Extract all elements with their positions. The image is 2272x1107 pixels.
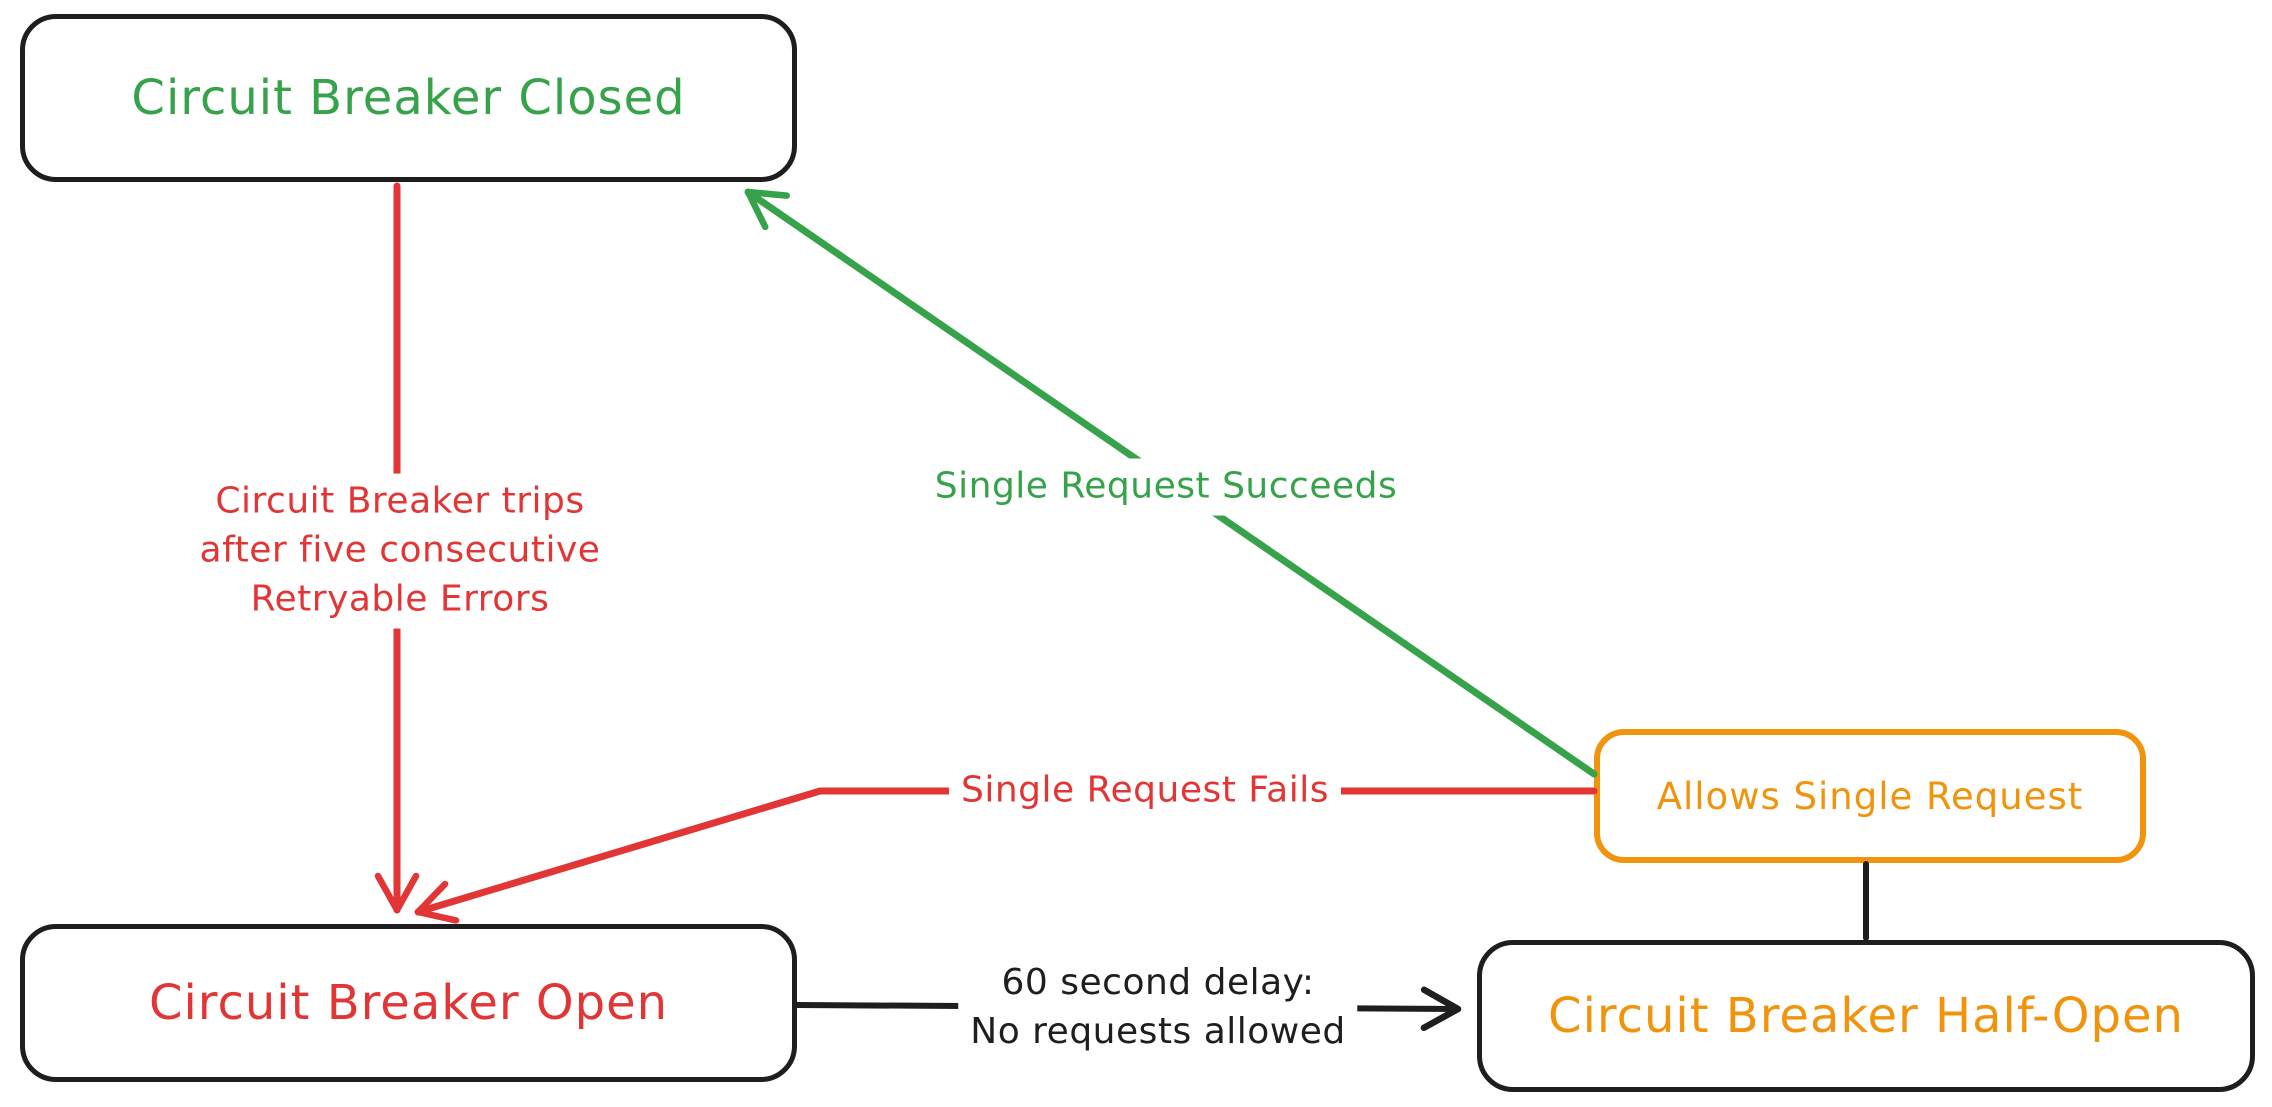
state-allows-single-request-label: Allows Single Request — [1656, 774, 2084, 818]
state-open-box: Circuit Breaker Open — [20, 924, 797, 1082]
edge-single-request-fails-label: Single Request Fails — [948, 762, 1342, 820]
edge-single-request-succeeds-label: Single Request Succeeds — [922, 458, 1410, 516]
state-half-open-label: Circuit Breaker Half-Open — [1548, 988, 2184, 1044]
edge-delay-label: 60 second delay: No requests allowed — [958, 955, 1358, 1061]
state-closed-box: Circuit Breaker Closed — [20, 14, 797, 182]
state-half-open-box: Circuit Breaker Half-Open — [1477, 940, 2255, 1092]
state-allows-single-request-box: Allows Single Request — [1594, 729, 2146, 863]
edge-trip-label: Circuit Breaker trips after five consecu… — [187, 473, 613, 629]
state-closed-label: Circuit Breaker Closed — [131, 70, 686, 126]
state-open-label: Circuit Breaker Open — [148, 975, 669, 1031]
